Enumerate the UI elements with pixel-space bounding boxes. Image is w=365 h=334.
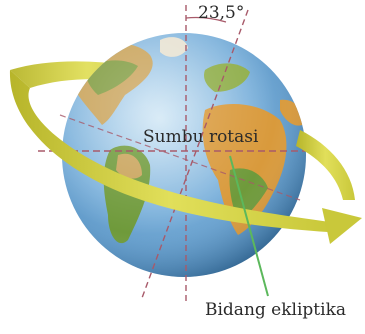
equator-tilt-line — [59, 114, 301, 201]
ecliptic-pointer-line — [229, 155, 269, 297]
orbit-arrow-head — [322, 208, 362, 244]
orbit-ribbon-front — [9, 70, 331, 232]
earth-globe — [62, 33, 306, 277]
rotation-axis-line — [141, 9, 249, 299]
ecliptic-plane-label: Bidang ekliptika — [205, 300, 347, 320]
tilt-angle-label: 23,5° — [198, 3, 245, 23]
rotation-axis-label: Sumbu rotasi — [143, 127, 259, 147]
tilt-angle-arc — [185, 16, 227, 23]
orbit-ribbon-right — [296, 130, 355, 200]
